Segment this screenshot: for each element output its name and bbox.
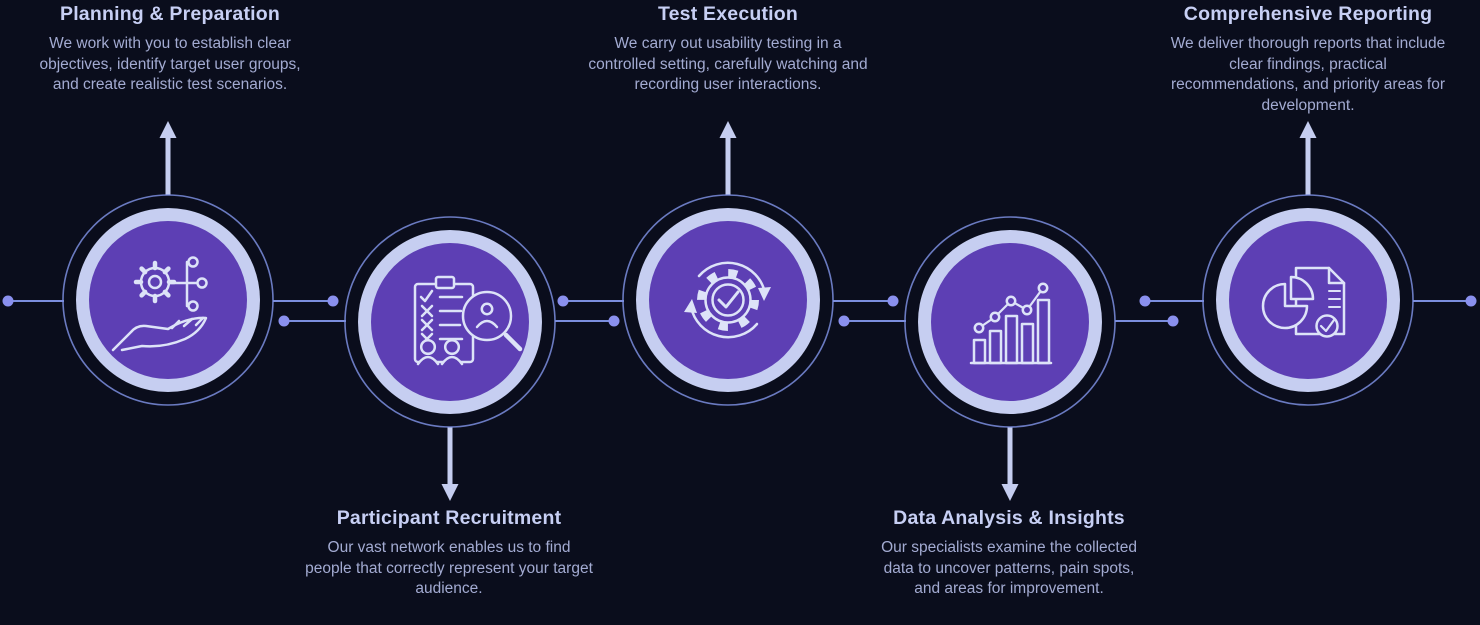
arrow-down-head: [441, 484, 459, 501]
connector-dot: [608, 315, 620, 327]
outer-ring: [904, 216, 1116, 428]
connector-dot: [327, 295, 339, 307]
step-circle-data-analysis: [904, 216, 1116, 428]
circle-fill: [371, 243, 529, 401]
step-text-test-execution: Test Execution We carry out usability te…: [568, 3, 888, 96]
step-circle-comprehensive-reporting: [1202, 194, 1414, 406]
arrow-up-head: [719, 121, 737, 138]
connector-dot: [1465, 295, 1477, 307]
step-text-data-analysis-insights: Data Analysis & Insights Our specialists…: [859, 507, 1159, 600]
step-circle-planning-preparation: [62, 194, 274, 406]
circle-fill: [931, 243, 1089, 401]
step-title: Comprehensive Reporting: [1183, 3, 1433, 25]
step-description: We work with you to establish clear obje…: [39, 35, 301, 94]
step-description: We deliver thorough reports that include…: [1170, 35, 1446, 114]
connector-dot: [838, 315, 850, 327]
step-description: Our vast network enables us to find peop…: [305, 539, 593, 598]
step-title: Participant Recruitment: [336, 507, 562, 529]
step-title: Data Analysis & Insights: [893, 507, 1125, 529]
step-description: Our specialists examine the collected da…: [881, 539, 1137, 598]
outer-ring: [62, 194, 274, 406]
step-circle-test-execution: [622, 194, 834, 406]
connector-dot: [557, 295, 569, 307]
step-text-planning-preparation: Planning & Preparation We work with you …: [24, 3, 316, 96]
connector-dot: [1139, 295, 1151, 307]
circle-fill: [89, 221, 247, 379]
step-title: Test Execution: [657, 3, 799, 25]
step-description: We carry out usability testing in a cont…: [588, 35, 868, 94]
step-text-comprehensive-reporting: Comprehensive Reporting We deliver thoro…: [1158, 3, 1458, 116]
connector-dot: [1167, 315, 1179, 327]
hand-holding-gear-icon: [111, 256, 208, 352]
step-arrows: [159, 121, 1317, 501]
step-title: Planning & Preparation: [59, 3, 280, 25]
gear-check-cycle-icon: [684, 261, 771, 339]
step-circle-participant-recruitment: [344, 216, 556, 428]
clipboard-checklist-search-icon: [413, 275, 523, 366]
step-text-participant-recruitment: Participant Recruitment Our vast network…: [289, 507, 609, 600]
outer-ring: [344, 216, 556, 428]
connector-dot: [887, 295, 899, 307]
arrow-down-head: [1001, 484, 1019, 501]
bar-chart-growth-icon: [969, 282, 1053, 365]
connector-dot: [2, 295, 14, 307]
outer-ring: [1202, 194, 1414, 406]
connector-lines: [2, 295, 1477, 327]
connector-dot: [278, 315, 290, 327]
outer-ring: [622, 194, 834, 406]
arrow-up-head: [159, 121, 177, 138]
arrow-up-head: [1299, 121, 1317, 138]
pie-chart-report-icon: [1261, 266, 1346, 338]
